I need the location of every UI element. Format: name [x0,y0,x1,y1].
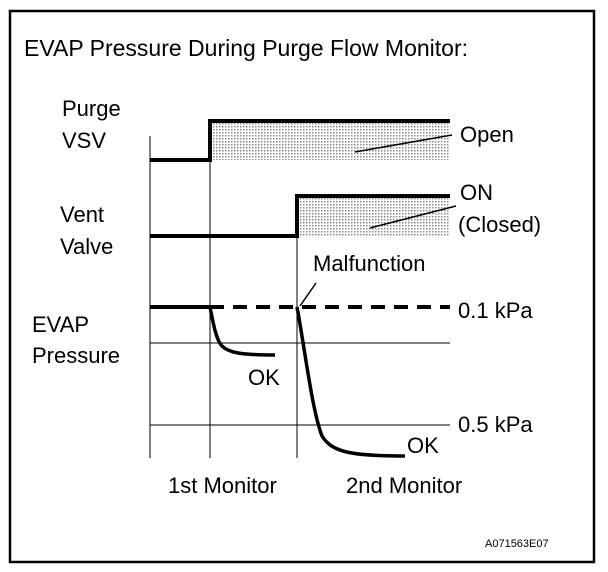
evap-pressure-ok-trace-second [295,306,406,458]
vent-valve-on-shading [297,196,450,236]
vent-valve-label-line2: Valve [60,234,113,259]
evap-pressure-label-line2: Pressure [32,343,120,368]
purge-vsv-label-line1: Purge [62,96,121,121]
ok-label-second: OK [407,433,439,458]
purge-vsv-label-line2: VSV [62,128,106,153]
figure-id: A071563E07 [485,538,549,550]
ok-label-first: OK [248,365,280,390]
first-monitor-label: 1st Monitor [168,473,277,498]
purge-vsv-open-label: Open [460,122,514,147]
evap-pressure-label-line1: EVAP [32,312,89,337]
purge-vsv-signal-line [150,119,450,162]
diagram-title: EVAP Pressure During Purge Flow Monitor: [24,35,468,61]
vent-valve-on-label: ON [460,180,493,205]
evap-pressure-ok-trace-first [208,306,276,357]
second-monitor-label: 2nd Monitor [346,473,462,498]
diagram-frame [8,9,596,564]
malfunction-leader-line [299,282,317,307]
open-leader-line [354,134,453,153]
pressure-level-upper-label: 0.1 kPa [458,298,533,323]
on-closed-leader-line [369,205,457,229]
vent-valve-closed-label: (Closed) [458,212,541,237]
purge-vsv-open-shading [210,121,450,160]
malfunction-label: Malfunction [313,251,426,276]
vent-valve-signal-line [150,194,450,238]
vent-valve-label-line1: Vent [60,202,104,227]
pressure-level-lower-label: 0.5 kPa [458,412,533,437]
